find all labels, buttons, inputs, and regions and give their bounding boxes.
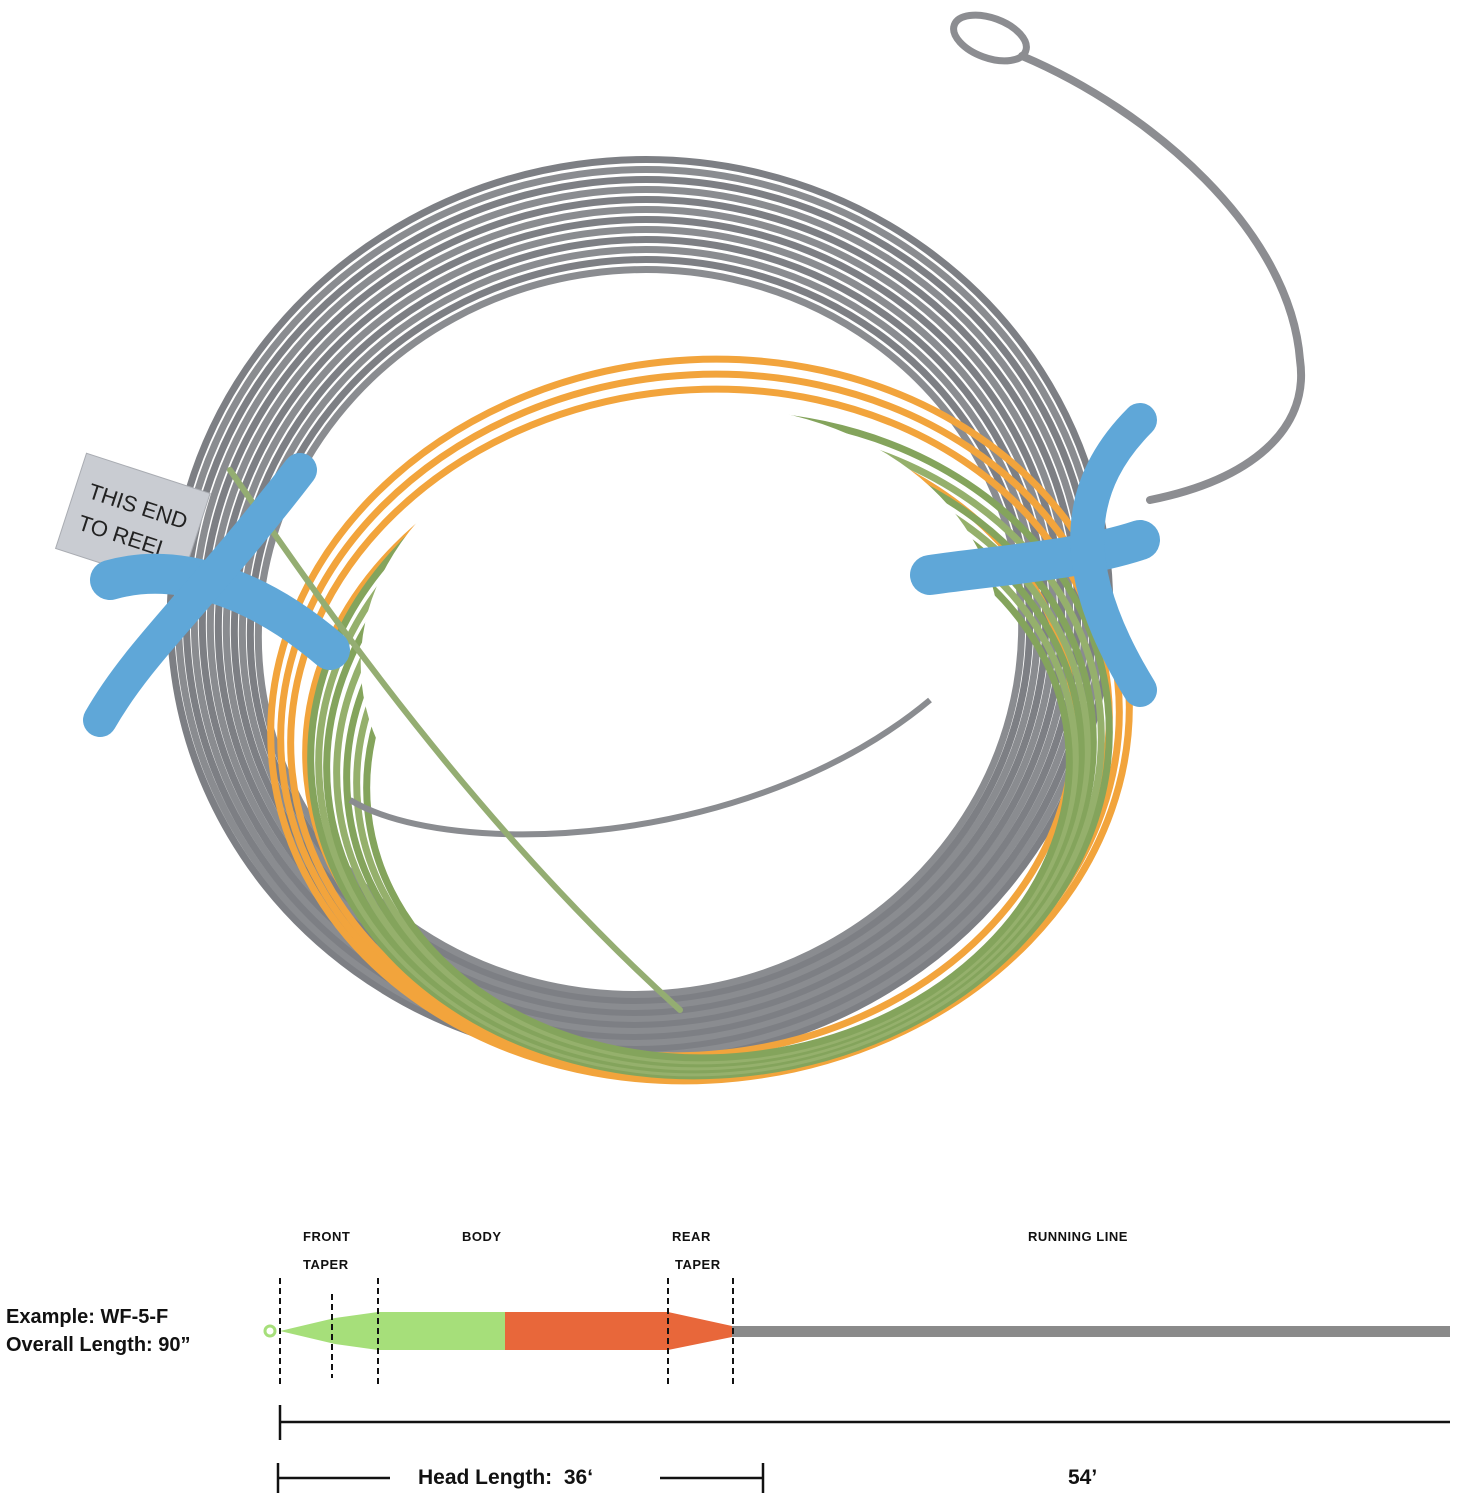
running-line-segment [732,1326,1450,1337]
example-line-1: Example: WF-5-F [6,1306,169,1328]
fly-line-coil-photo: THIS END TO REEL [54,11,1306,1085]
section-dividers [279,1278,734,1386]
front-taper-label-2: TAPER [303,1257,349,1272]
tip-loop [263,1324,277,1338]
example-line-2: Overall Length: 90” [6,1334,191,1356]
front-taper-segment [280,1312,505,1350]
running-length-label: 54’ [1068,1466,1098,1489]
body-label: BODY [462,1229,502,1244]
body-segment [505,1312,732,1350]
right-pipe-cleaner [910,403,1160,707]
left-pipe-cleaner [83,453,350,737]
line-profile-diagram [263,1278,1450,1493]
welded-loop [950,11,1306,504]
rear-taper-label-1: REAR [672,1229,711,1244]
head-length-label: Head Length: 36‘ [418,1466,594,1489]
running-line-label: RUNNING LINE [1028,1229,1128,1244]
rear-taper-label-2: TAPER [675,1257,721,1272]
front-taper-label-1: FRONT [303,1229,351,1244]
inner-gray-coil [348,697,932,838]
head-length-bracket [276,1463,765,1493]
coil-center [360,404,1000,896]
